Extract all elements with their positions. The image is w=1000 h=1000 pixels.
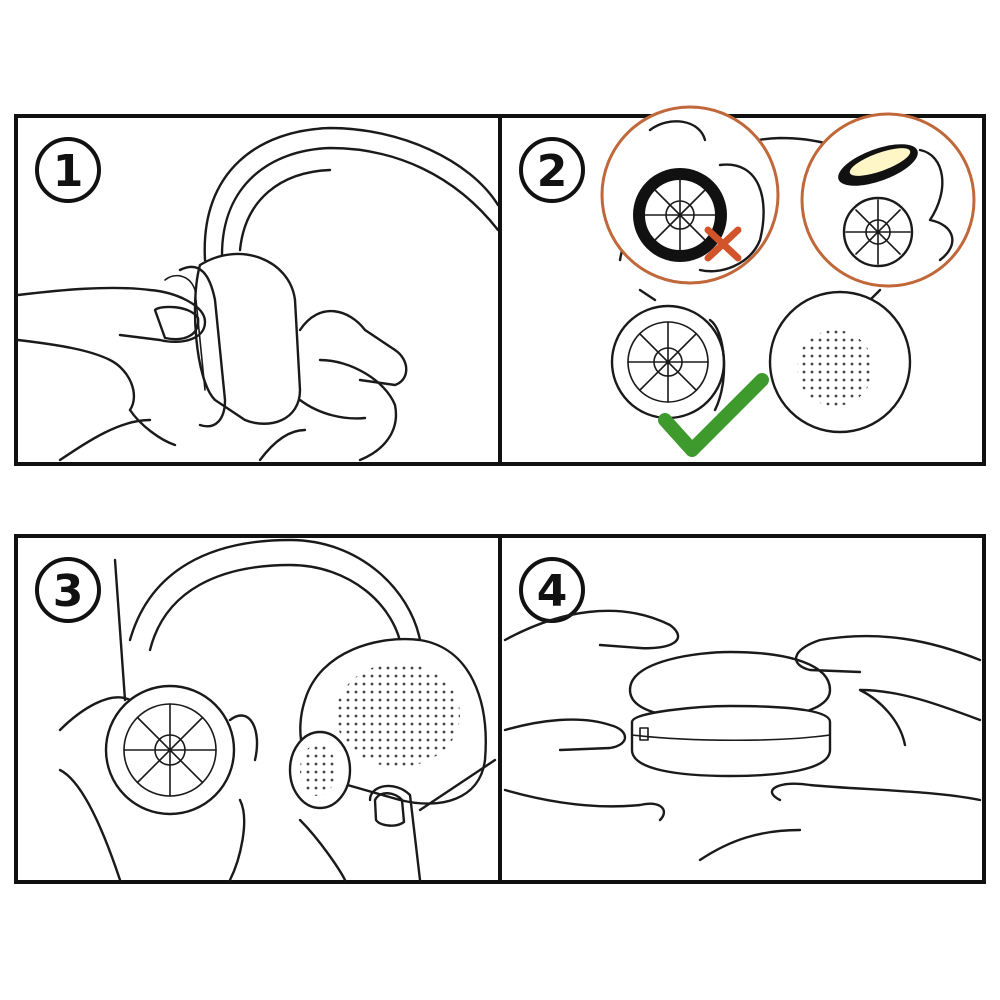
left-hand xyxy=(58,696,259,882)
step-3-badge: 3 xyxy=(35,557,101,623)
panel-frame xyxy=(498,534,986,884)
ear-cup-without-pad xyxy=(104,684,236,816)
ear-pad xyxy=(768,290,912,434)
left-hand xyxy=(16,286,207,462)
step-4-badge: 4 xyxy=(519,557,585,623)
right-hand xyxy=(794,634,982,674)
cross-icon xyxy=(704,226,742,262)
right-hand xyxy=(258,310,408,462)
step-2-panel: 2 xyxy=(498,105,986,466)
correct-callout xyxy=(800,112,976,288)
step-4-panel: 4 xyxy=(498,534,986,884)
headband xyxy=(128,538,422,642)
headphone-illustration xyxy=(164,126,500,428)
ear-pad xyxy=(288,637,487,810)
step-number: 4 xyxy=(537,566,568,617)
ear-cup-without-pad xyxy=(610,304,726,420)
step-1-panel: 1 xyxy=(14,114,502,466)
left-hand xyxy=(503,609,679,650)
step-3-panel: 3 xyxy=(14,534,502,884)
step-2-badge: 2 xyxy=(519,137,585,203)
ear-cup-with-pad xyxy=(628,650,832,778)
right-hand xyxy=(298,758,497,882)
wrong-callout xyxy=(600,105,780,285)
step-number: 3 xyxy=(53,566,84,617)
step-number: 1 xyxy=(53,146,84,197)
check-icon xyxy=(658,373,769,457)
step-1-badge: 1 xyxy=(35,137,101,203)
panel-frame xyxy=(498,114,986,466)
step-number: 2 xyxy=(537,146,568,197)
